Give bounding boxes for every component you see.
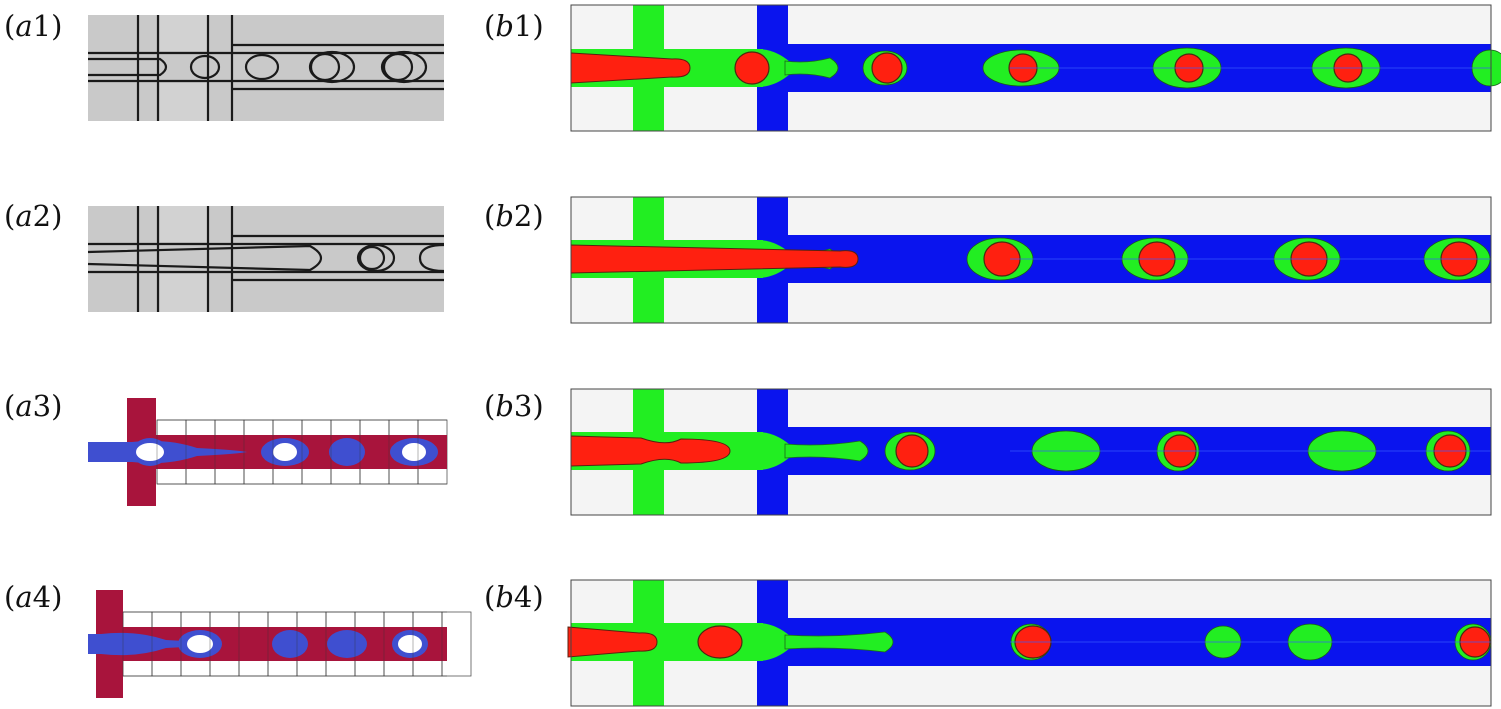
photo-region xyxy=(160,206,208,242)
panel-label-b4: (b4) xyxy=(484,580,544,614)
middle-thread xyxy=(784,440,869,462)
core-droplet xyxy=(1138,241,1176,277)
core-droplet xyxy=(1174,53,1204,83)
outlet-channel xyxy=(757,44,1491,92)
inner-thread xyxy=(570,244,859,274)
panel-label-a1: (a1) xyxy=(4,9,63,43)
grid-core xyxy=(273,443,297,461)
core-droplet xyxy=(697,625,743,659)
middle-thread xyxy=(784,631,894,653)
droplet-core xyxy=(309,52,341,82)
droplet xyxy=(356,243,396,273)
photo-region xyxy=(160,274,208,312)
core-droplet xyxy=(1008,53,1038,83)
inner-thread xyxy=(567,626,658,658)
frame-outline xyxy=(570,388,1492,516)
droplet xyxy=(244,53,280,81)
photo-region xyxy=(160,15,208,51)
grid-thread xyxy=(101,632,216,656)
droplet xyxy=(380,50,428,84)
core-droplet xyxy=(895,434,929,468)
core-droplet xyxy=(1459,626,1491,658)
grid-core xyxy=(187,635,213,653)
panel-label-a2: (a2) xyxy=(4,199,63,233)
frame-outline xyxy=(570,196,1492,324)
shell-droplet xyxy=(1307,430,1377,472)
panel-label-b3: (b3) xyxy=(484,389,544,423)
outlet-channel xyxy=(757,427,1491,475)
core-droplet xyxy=(983,241,1021,277)
junction-neck xyxy=(757,432,790,470)
grid-panel-a3 xyxy=(88,398,448,506)
middle-thread xyxy=(784,57,839,79)
grid-inlet xyxy=(88,442,137,462)
panel-label-a3: (a3) xyxy=(4,389,63,423)
inner-thread xyxy=(87,244,323,272)
droplet-core xyxy=(382,52,414,82)
sim-panel-b2 xyxy=(570,196,1492,324)
grid-core xyxy=(402,443,426,461)
sim-panel-b3 xyxy=(570,388,1492,516)
grid-core xyxy=(398,635,422,653)
grid-panel-a4 xyxy=(88,590,472,698)
inner-thread xyxy=(570,52,691,84)
inner-thread xyxy=(88,57,168,77)
core-droplet xyxy=(1290,241,1328,277)
droplet-partial xyxy=(418,243,445,273)
panel-label-a4: (a4) xyxy=(4,580,63,614)
photo-region xyxy=(160,83,208,121)
sim-panel-b4 xyxy=(567,579,1492,707)
core-droplet xyxy=(1440,241,1478,277)
grid-droplet xyxy=(327,630,367,658)
core-droplet xyxy=(1014,625,1052,659)
panel-label-b1: (b1) xyxy=(484,9,544,43)
junction-neck xyxy=(757,623,790,661)
grid-droplet xyxy=(329,438,365,466)
shell-droplet xyxy=(1031,430,1101,472)
inner-thread xyxy=(570,435,731,467)
core-droplet xyxy=(1333,53,1363,83)
photo-panel-a2 xyxy=(87,206,445,312)
grid-droplet xyxy=(272,630,308,658)
panel-label-b2: (b2) xyxy=(484,199,544,233)
droplet xyxy=(189,54,221,80)
frame-outline xyxy=(570,4,1492,132)
core-droplet xyxy=(871,52,903,84)
core-droplet xyxy=(1433,434,1467,468)
core-droplet xyxy=(1163,434,1197,468)
shell-droplet xyxy=(1204,625,1242,659)
frame-outline xyxy=(570,579,1492,707)
shell-droplet xyxy=(1287,623,1333,661)
photo-panel-a1 xyxy=(88,15,444,121)
core-droplet xyxy=(734,51,770,85)
photo-background xyxy=(88,15,444,121)
grid-core xyxy=(136,443,164,461)
sim-panel-b1 xyxy=(570,4,1501,132)
shell-droplet xyxy=(1471,49,1501,87)
photo-background xyxy=(88,206,444,312)
droplet-core xyxy=(358,245,386,271)
